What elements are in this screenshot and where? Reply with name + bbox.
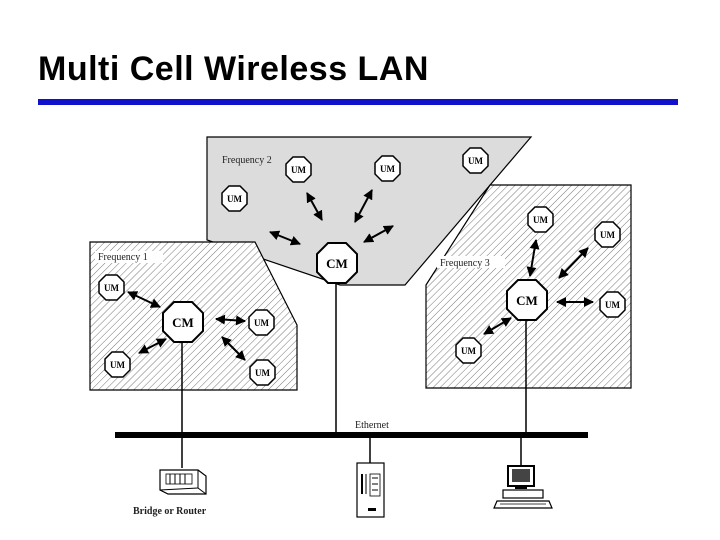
cm-node: CM bbox=[316, 242, 358, 284]
ethernet-backbone bbox=[115, 432, 588, 438]
um-node: UM bbox=[98, 274, 125, 301]
um-node: UM bbox=[599, 291, 626, 318]
um-node: UM bbox=[374, 155, 401, 182]
um-node: UM bbox=[285, 156, 312, 183]
drop-lines bbox=[181, 280, 527, 470]
svg-text:CM: CM bbox=[172, 315, 194, 330]
svg-text:UM: UM bbox=[600, 230, 615, 240]
svg-text:CM: CM bbox=[516, 293, 538, 308]
svg-text:UM: UM bbox=[468, 156, 483, 166]
svg-text:UM: UM bbox=[291, 165, 306, 175]
cell-label-frequency-1: Frequency 1 bbox=[98, 252, 148, 263]
um-node: UM bbox=[221, 185, 248, 212]
cm-node: CM bbox=[506, 279, 548, 321]
svg-text:UM: UM bbox=[533, 215, 548, 225]
um-node: UM bbox=[527, 206, 554, 233]
radio-links bbox=[127, 189, 594, 361]
svg-text:UM: UM bbox=[110, 360, 125, 370]
um-node: UM bbox=[594, 221, 621, 248]
um-node: UM bbox=[249, 359, 276, 386]
cell-label-frequency-2: Frequency 2 bbox=[222, 155, 272, 166]
svg-text:UM: UM bbox=[255, 368, 270, 378]
server-icon bbox=[356, 462, 385, 518]
router-label: Bridge or Router bbox=[133, 506, 207, 517]
svg-text:UM: UM bbox=[605, 300, 620, 310]
router-icon bbox=[159, 469, 207, 495]
um-node: UM bbox=[462, 147, 489, 174]
ethernet-label: Ethernet bbox=[355, 420, 389, 431]
um-node: UM bbox=[455, 337, 482, 364]
svg-text:UM: UM bbox=[461, 346, 476, 356]
cell-label-frequency-3: Frequency 3 bbox=[440, 258, 490, 269]
svg-text:UM: UM bbox=[254, 318, 269, 328]
workstation-icon bbox=[493, 465, 553, 509]
slide-title: Multi Cell Wireless LAN bbox=[38, 50, 429, 88]
nodes: UM UM UM UM CM UM CM UM bbox=[98, 147, 626, 386]
svg-text:UM: UM bbox=[104, 283, 119, 293]
um-node: UM bbox=[248, 309, 275, 336]
svg-text:UM: UM bbox=[227, 194, 242, 204]
cm-node: CM bbox=[162, 301, 204, 343]
um-node: UM bbox=[104, 351, 131, 378]
svg-text:UM: UM bbox=[380, 164, 395, 174]
title-underline bbox=[38, 99, 678, 105]
svg-text:CM: CM bbox=[326, 256, 348, 271]
